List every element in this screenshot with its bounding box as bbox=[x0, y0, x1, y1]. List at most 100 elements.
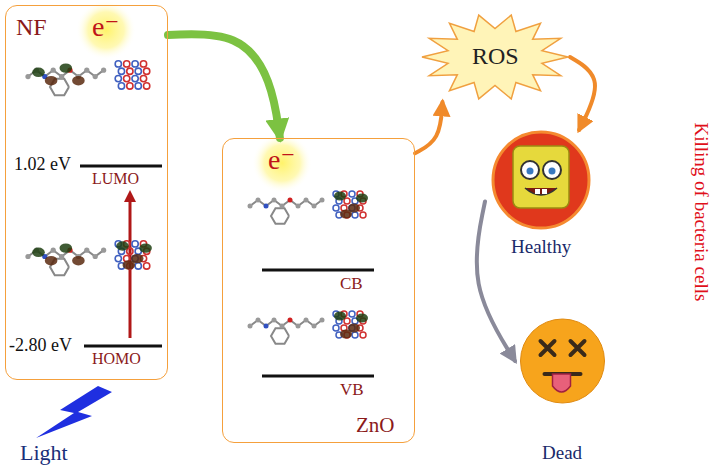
ring bbox=[271, 208, 289, 224]
ros-burst: ROS bbox=[420, 12, 570, 102]
orbital-lobe bbox=[32, 68, 45, 77]
orbital-lobe bbox=[45, 76, 58, 85]
node-label: NF bbox=[16, 14, 47, 42]
atom bbox=[320, 318, 325, 323]
orbital-lobe bbox=[116, 241, 129, 250]
atom bbox=[288, 198, 293, 203]
atom bbox=[272, 318, 277, 323]
cluster-atom bbox=[333, 205, 339, 211]
atom bbox=[84, 248, 89, 253]
node-label: ROS bbox=[472, 43, 519, 71]
cluster-atom bbox=[115, 75, 121, 81]
orbital-lobe bbox=[340, 330, 352, 339]
cluster-atom bbox=[135, 68, 141, 74]
ring bbox=[271, 328, 289, 344]
orbital-lobe bbox=[60, 63, 73, 72]
cell-disc bbox=[493, 132, 589, 228]
cluster-atom bbox=[140, 61, 146, 67]
atom bbox=[93, 74, 98, 79]
atom bbox=[256, 198, 261, 203]
atom bbox=[51, 68, 56, 73]
node-label: Healthy bbox=[511, 236, 571, 258]
atom bbox=[264, 204, 269, 209]
atom bbox=[256, 318, 261, 323]
electron-glow bbox=[252, 133, 312, 193]
bond bbox=[250, 200, 322, 206]
cluster-atom bbox=[118, 83, 124, 89]
cluster-atom bbox=[135, 83, 141, 89]
node-label: Dead bbox=[542, 442, 582, 464]
x-eye bbox=[541, 341, 555, 355]
cluster-atom bbox=[132, 75, 138, 81]
lumo-level bbox=[80, 165, 162, 168]
dead-cell: Dead bbox=[515, 316, 610, 466]
emoji-face bbox=[521, 319, 605, 403]
cluster-atom bbox=[349, 191, 355, 197]
cluster-atom bbox=[118, 68, 124, 74]
light-bolt bbox=[36, 386, 112, 438]
homo-level bbox=[84, 345, 162, 348]
sponge-face bbox=[513, 146, 569, 208]
x-eye bbox=[571, 341, 585, 355]
orbital-lobe bbox=[356, 194, 368, 203]
atom bbox=[101, 68, 106, 73]
atom bbox=[25, 254, 30, 259]
orbital-lobe bbox=[334, 192, 346, 201]
vb-level bbox=[262, 375, 374, 378]
atom bbox=[101, 248, 106, 253]
cb-level bbox=[262, 269, 374, 272]
orbital-lobe bbox=[32, 248, 45, 257]
atom bbox=[280, 324, 285, 329]
cluster-atom bbox=[127, 68, 133, 74]
electron-label: e⁻ bbox=[92, 11, 119, 43]
flow-arrow bbox=[570, 57, 595, 130]
electron-label: e⁻ bbox=[268, 144, 295, 176]
cluster-atom bbox=[360, 212, 366, 218]
molecule bbox=[248, 311, 369, 344]
molecule bbox=[25, 241, 152, 275]
tongue bbox=[553, 374, 571, 392]
orbital-lobe bbox=[334, 312, 346, 321]
orbital-lobe bbox=[45, 256, 58, 265]
atom bbox=[296, 204, 301, 209]
material-box: ZnO bbox=[222, 138, 415, 443]
orbital-name: HOMO bbox=[92, 350, 141, 368]
cluster-atom bbox=[135, 263, 141, 269]
cluster-atom bbox=[333, 325, 339, 331]
cluster-atom bbox=[144, 83, 150, 89]
orbital-lobe bbox=[122, 260, 135, 269]
starburst bbox=[422, 15, 568, 99]
vertical-caption: Killing of bacteria cells bbox=[691, 122, 713, 301]
atom bbox=[248, 324, 253, 329]
cluster-atom bbox=[344, 318, 350, 324]
cluster-atom bbox=[140, 75, 146, 81]
eye bbox=[543, 161, 561, 179]
molecule bbox=[25, 61, 149, 95]
orbital-lobe bbox=[72, 256, 85, 265]
pupil bbox=[549, 168, 556, 175]
atom bbox=[25, 74, 30, 79]
node-label: ZnO bbox=[356, 413, 395, 437]
orbital-lobe bbox=[139, 243, 152, 252]
atom bbox=[272, 198, 277, 203]
orbital-lobe bbox=[72, 76, 85, 85]
material-box: NF bbox=[5, 5, 168, 380]
cluster-atom bbox=[132, 61, 138, 67]
light-label: Light bbox=[20, 440, 68, 465]
cluster-atom bbox=[344, 198, 350, 204]
atom bbox=[288, 318, 293, 323]
atom bbox=[304, 318, 309, 323]
atom bbox=[320, 198, 325, 203]
cluster-atom bbox=[124, 61, 130, 67]
atom bbox=[312, 204, 317, 209]
orbital-name: LUMO bbox=[92, 170, 139, 188]
cluster-atom bbox=[132, 241, 138, 247]
cluster-atom bbox=[115, 61, 121, 67]
cluster-atom bbox=[144, 68, 150, 74]
cluster-atom bbox=[115, 255, 121, 261]
energy-value: 1.02 eV bbox=[14, 154, 71, 175]
band-name: CB bbox=[340, 274, 363, 294]
cluster-atom bbox=[127, 248, 133, 254]
